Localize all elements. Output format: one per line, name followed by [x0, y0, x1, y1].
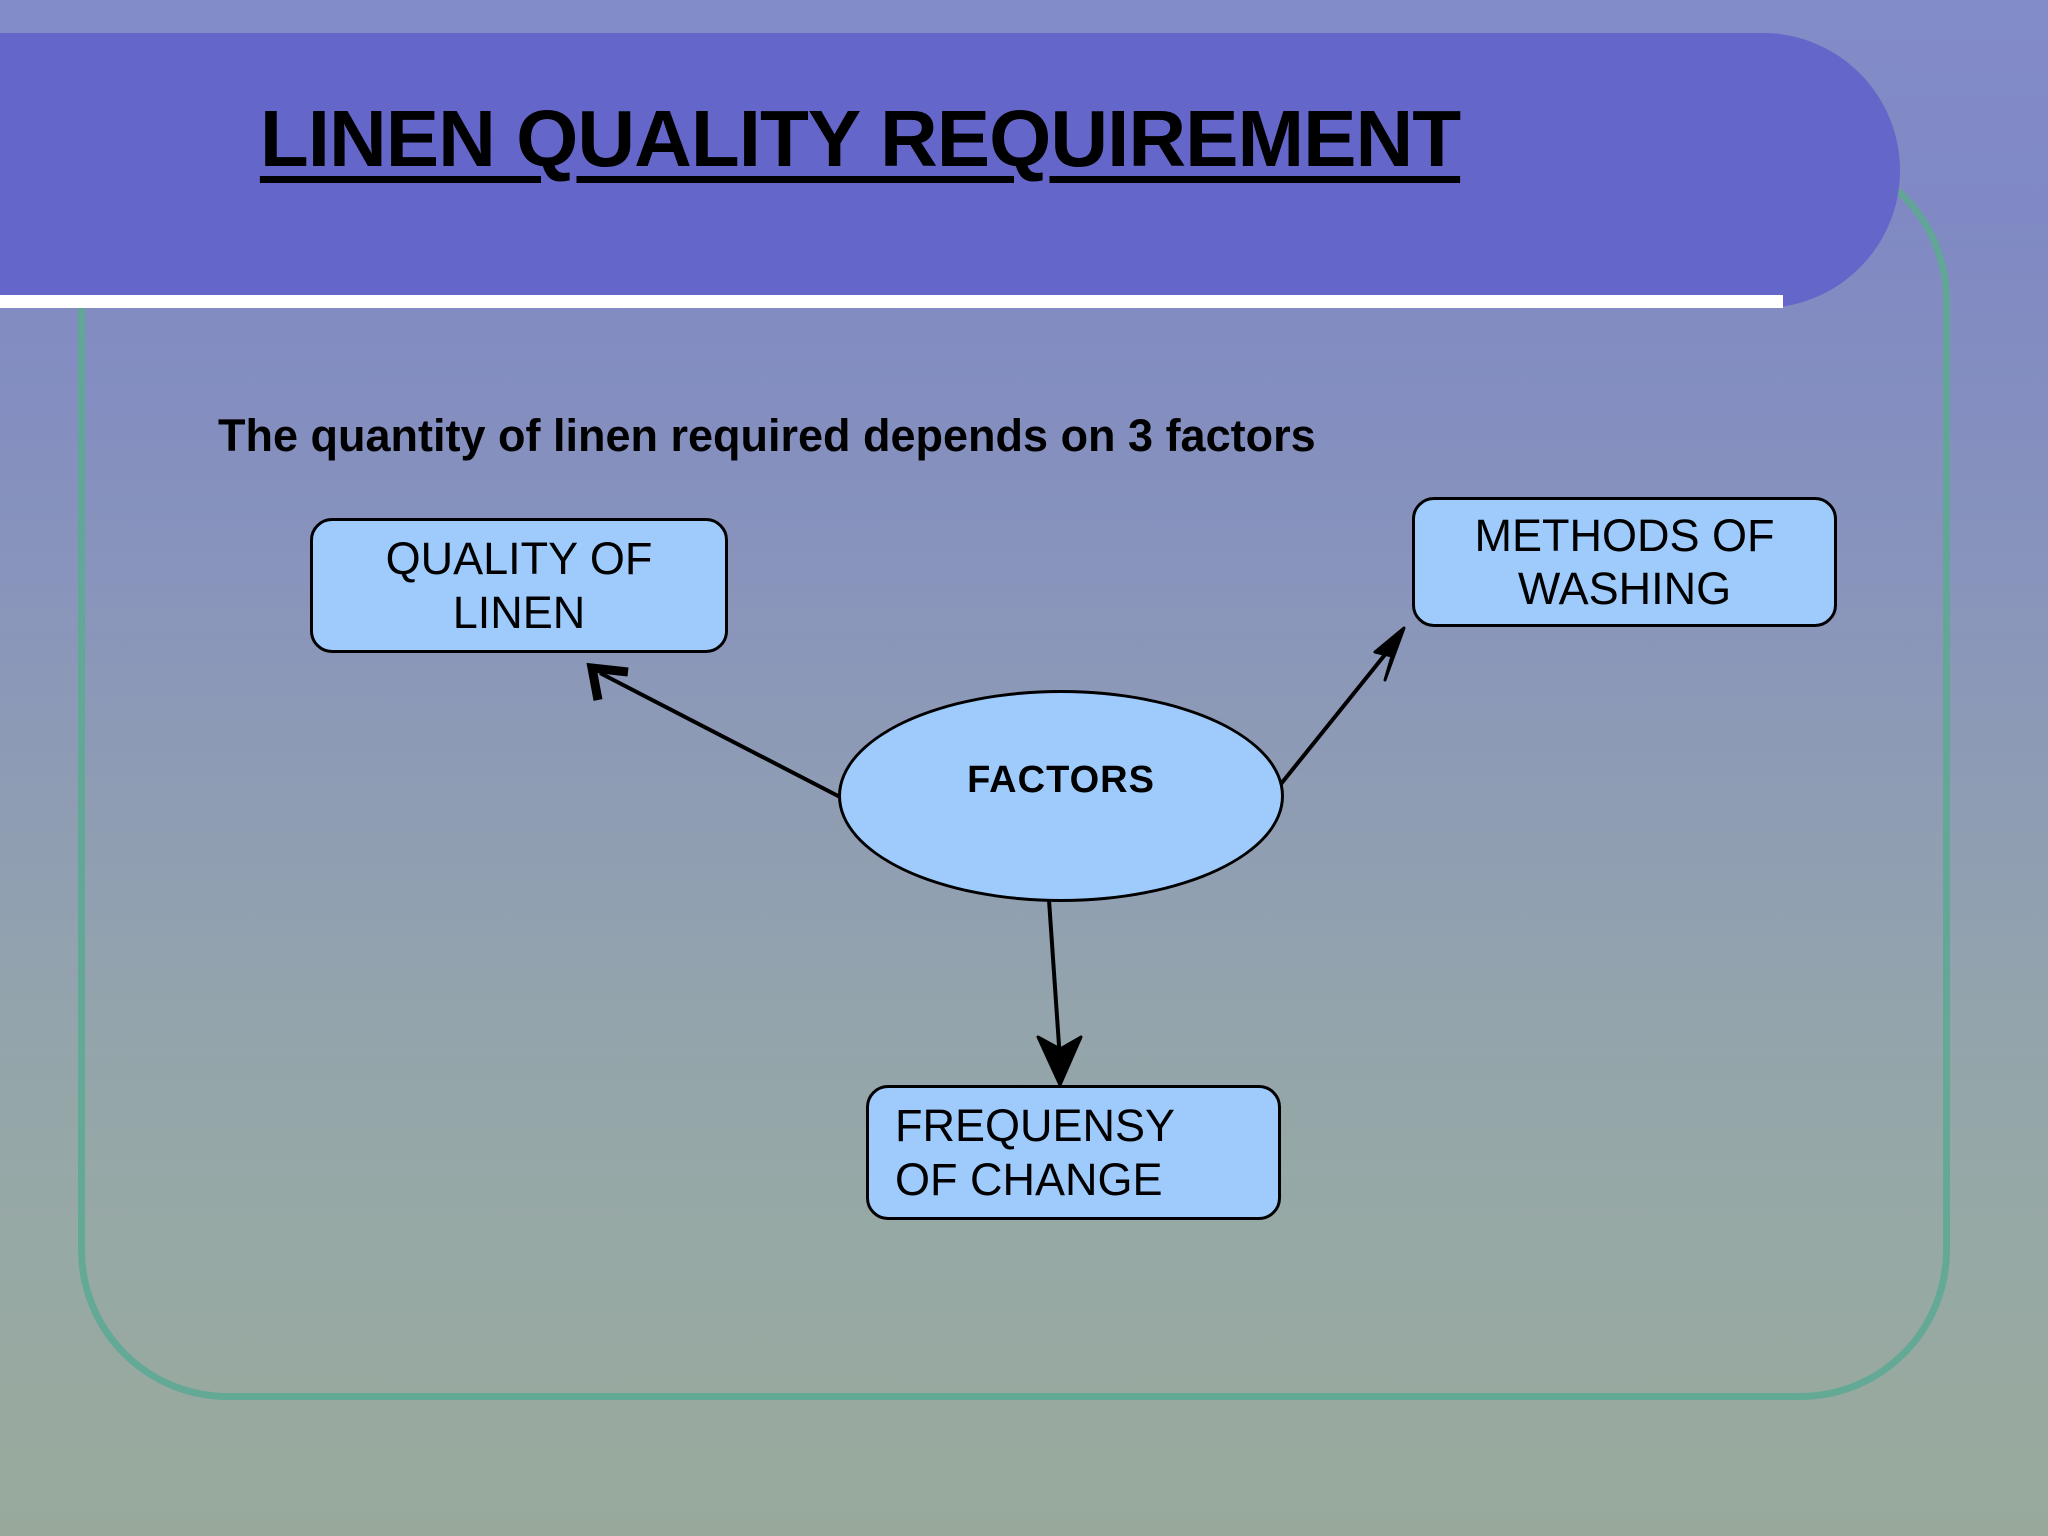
- title-banner: LINEN QUALITY REQUIREMENT: [0, 33, 1900, 308]
- title-underline-rule: [0, 295, 1783, 308]
- subtitle-text: The quantity of linen required depends o…: [218, 410, 1316, 461]
- page-title: LINEN QUALITY REQUIREMENT: [259, 94, 1461, 183]
- node-methods-of-washing[interactable]: METHODS OF WASHING: [1412, 497, 1837, 627]
- factors-label: FACTORS: [967, 758, 1155, 801]
- node-frequensy-of-change[interactable]: FREQUENSY OF CHANGE: [866, 1085, 1281, 1220]
- node-quality-of-linen[interactable]: QUALITY OF LINEN: [310, 518, 728, 653]
- node-factors-ellipse[interactable]: FACTORS: [838, 690, 1284, 902]
